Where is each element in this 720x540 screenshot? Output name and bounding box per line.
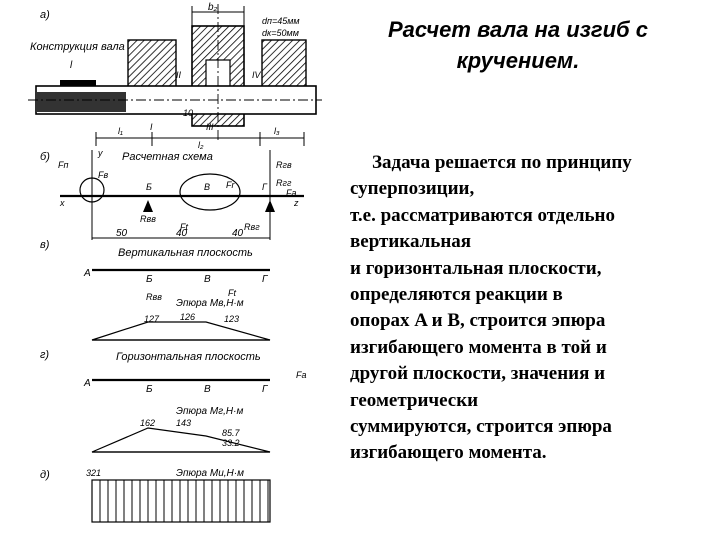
point-v-g: В (204, 384, 211, 395)
body-line-7: опорах A и B, строится эпюра (350, 310, 606, 332)
point-v-scheme: В (204, 182, 210, 192)
body-line-5: и горизонтальная плоскости, (350, 257, 602, 279)
force-fa-g: Fa (296, 370, 307, 380)
point-b-scheme: Б (146, 182, 152, 192)
shaft-construction-label: Конструкция вала (30, 41, 125, 53)
body-line-12: изгибающего момента. (350, 442, 547, 464)
part-label-g: г) (40, 349, 49, 361)
body-line-6: определяются реакции в (350, 284, 563, 306)
point-b-g: Б (146, 384, 153, 395)
mv-value-2: 126 (180, 312, 195, 322)
mg-value-1: 162 (140, 418, 155, 428)
diagram-mv-label: Эпюра Mв,Н·м (176, 298, 244, 309)
mg-diagram (91, 427, 271, 453)
part-label-a: а) (40, 9, 50, 21)
point-v-v: В (204, 274, 211, 285)
shaft-calculation-drawing: а) Конструкция вала b₂ dп=45мм dк=50мм I… (28, 2, 322, 523)
point-a-v: A (83, 268, 91, 279)
body-line-4: вертикальная (350, 231, 472, 253)
diagram-mg-label: Эпюра Mг,Н·м (176, 406, 243, 417)
resultant-moment-view: д) Эпюра Mи,Н·м 321 (40, 468, 271, 523)
diagram-mi-label: Эпюра Mи,Н·м (176, 468, 244, 479)
mg-value-4: 33.2 (222, 438, 240, 448)
mi-value-1: 321 (86, 468, 101, 478)
point-g-v: Г (262, 274, 269, 285)
axis-y: y (97, 148, 103, 158)
bearing-dim-1: dп=45мм (262, 16, 300, 26)
body-line-11: суммируются, строится эпюра (350, 416, 612, 438)
length-l2: l₂ (198, 140, 204, 150)
body-line-9: другой плоскости, значения и (350, 363, 606, 385)
mv-diagram (91, 321, 271, 341)
slide-body: Задача решается по принципу суперпозиции… (350, 150, 700, 467)
coupling-end (36, 92, 126, 112)
body-line-8: изгибающего момента в той и (350, 336, 607, 358)
part-label-b: б) (40, 151, 50, 163)
bearing-dim-2: dк=50мм (262, 28, 299, 38)
shaft-construction-view: а) Конструкция вала b₂ dп=45мм dк=50мм I… (28, 2, 322, 150)
force-fp: Fп (58, 160, 68, 170)
section-mark-1: I (150, 122, 153, 132)
point-g-g: Г (262, 384, 269, 395)
length-l3: l₃ (274, 126, 280, 136)
point-b-v: Б (146, 274, 153, 285)
body-line-1: Задача решается по принципу (372, 152, 632, 173)
force-rvv-v: Rвв (146, 292, 162, 302)
mg-value-3: 85.7 (222, 428, 241, 438)
design-scheme-label: Расчетная схема (122, 151, 213, 163)
force-fv: Fв (98, 170, 108, 180)
dim-40-1: 40 (176, 228, 188, 239)
key (60, 80, 96, 86)
length-l: l (70, 60, 73, 71)
axis-x: x (59, 198, 65, 208)
title-line-2: кручением. (456, 48, 580, 73)
point-g-scheme: Г (262, 182, 268, 192)
part-label-d: д) (40, 469, 50, 481)
force-fa: Fa (286, 188, 297, 198)
force-rvv: Rвв (140, 214, 156, 224)
title-line-1: Расчет вала на изгиб с (387, 17, 649, 42)
wheel-width-label: b₂ (208, 2, 218, 13)
force-fr: Fr (226, 180, 235, 190)
dim-40-2: 40 (232, 228, 244, 239)
force-rgv: Rгв (276, 160, 292, 170)
body-line-3: т.е. рассматриваются отдельно (350, 204, 616, 226)
vertical-plane-label: Вертикальная плоскость (118, 247, 253, 259)
mv-value-3: 123 (224, 314, 239, 324)
part-label-v: в) (40, 239, 50, 251)
body-line-10: геометрически (350, 389, 479, 411)
length-10: 10 (183, 108, 193, 118)
dim-50: 50 (116, 228, 128, 239)
vertical-plane-view: в) Вертикальная плоскость A Б В Г Ft Rвв… (40, 239, 271, 341)
horizontal-plane-view: г) Горизонтальная плоскость A Б В Г Fa Э… (40, 349, 307, 453)
mv-value-1: 127 (144, 314, 160, 324)
force-rvg: Rвг (244, 222, 260, 232)
slide-title: Расчет вала на изгиб с кручением. (322, 14, 714, 76)
force-ft: Ft (180, 222, 188, 232)
body-line-2: суперпозиции, (350, 178, 475, 200)
gear-circle (179, 173, 241, 211)
force-rgg: Rгг (276, 178, 292, 188)
section-mark-3: III (206, 122, 214, 132)
mg-value-2: 143 (176, 418, 191, 428)
section-mark-4: IV (252, 70, 262, 80)
point-a-g: A (83, 378, 91, 389)
force-ft-v: Ft (228, 288, 236, 298)
mi-diagram (91, 479, 271, 523)
design-scheme-view: б) Расчетная схема y x z Fп Fв Rгв Rгг F… (40, 148, 304, 240)
length-l1: l₁ (118, 126, 123, 136)
horizontal-plane-label: Горизонтальная плоскость (116, 351, 261, 363)
section-mark-2: II (176, 70, 182, 80)
axis-z: z (293, 198, 299, 208)
